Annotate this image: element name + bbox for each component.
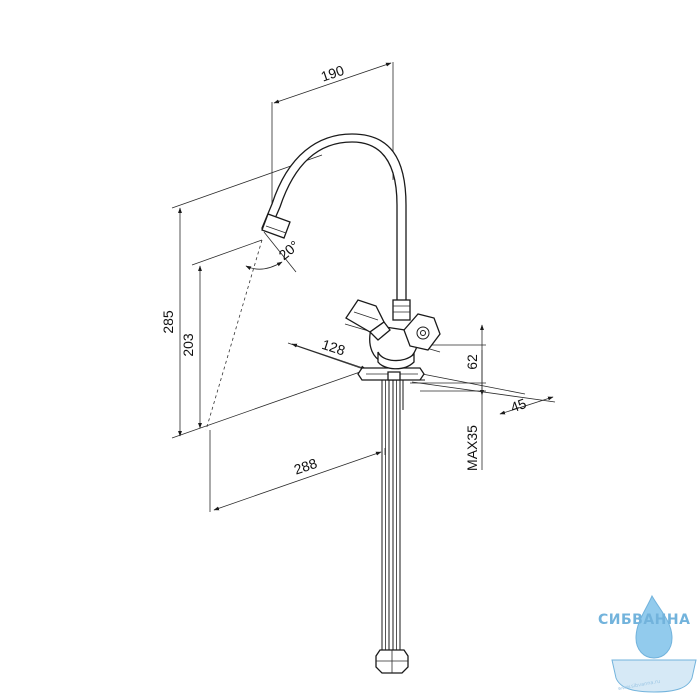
- dimension-label-reach: 288: [292, 455, 319, 478]
- dimension-spout-height: 203: [180, 239, 263, 429]
- dimension-label-base-width: 128: [320, 336, 347, 359]
- left-handle: [345, 299, 391, 341]
- water-drop-icon: [635, 594, 673, 659]
- spout: [261, 133, 411, 321]
- dimension-max-counter: MAX35: [420, 350, 486, 471]
- right-handle: [403, 313, 441, 351]
- sibvanna-watermark: СИБВАННА www.sibvanna.ru: [598, 594, 697, 693]
- bathtub-icon: [611, 659, 697, 693]
- dimension-spout-angle: 20°: [205, 231, 303, 431]
- dimension-total-height: 285: [160, 154, 361, 439]
- dimension-label-max-counter: MAX35: [464, 425, 480, 471]
- dimension-label-total-height: 285: [160, 310, 176, 334]
- dimension-label-top-width: 190: [319, 62, 346, 85]
- mounting-bracket: [357, 367, 425, 381]
- supply-hoses: [381, 379, 404, 651]
- dimension-label-spout-height: 203: [180, 333, 196, 357]
- dimension-reach: 288: [209, 430, 386, 512]
- dimension-label-base-depth: 45: [508, 395, 528, 415]
- dimension-label-spout-angle: 20°: [276, 237, 303, 263]
- dimension-base-depth: 45: [411, 371, 556, 415]
- watermark-brand: СИБВАННА: [598, 612, 690, 628]
- dimension-label-body-height: 62: [464, 354, 480, 370]
- hose-connectors: [375, 649, 409, 674]
- faucet-outline: [261, 133, 441, 674]
